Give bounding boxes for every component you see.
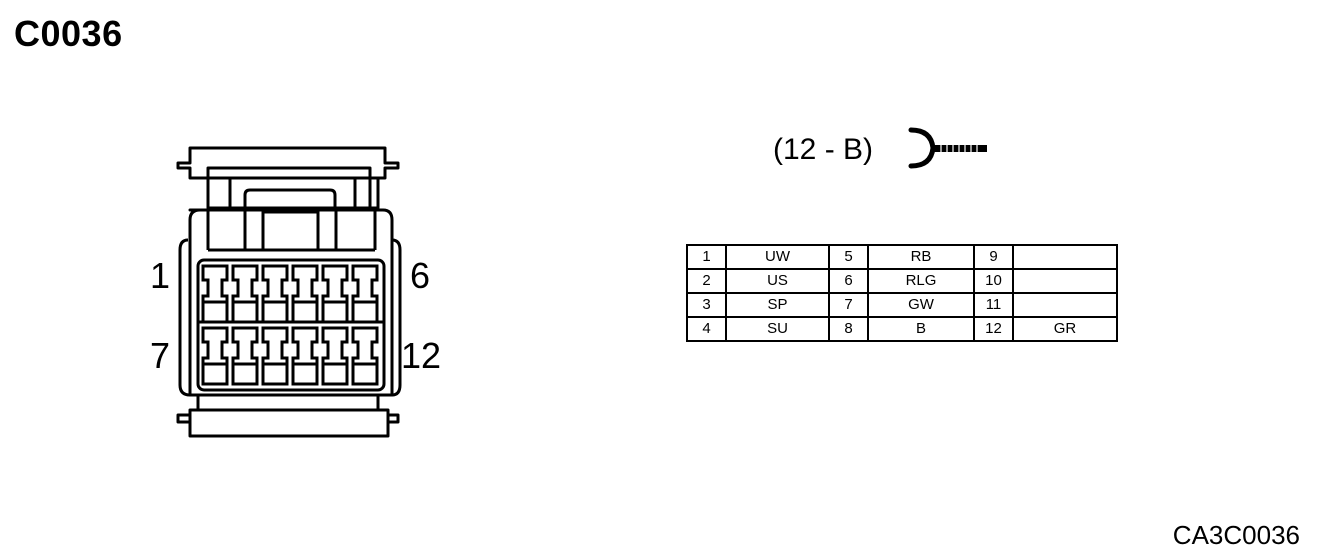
terminal-cavity	[231, 326, 259, 386]
pin-number: 8	[828, 316, 869, 342]
wire-color: RB	[867, 244, 975, 270]
terminal-cavity	[291, 326, 319, 386]
pin-number: 11	[973, 292, 1014, 318]
terminal-cavity	[351, 264, 379, 324]
table-row: 4 SU 8 B 12 GR	[686, 316, 1118, 342]
latch-arch	[206, 166, 372, 208]
wire-color	[1012, 244, 1118, 270]
pin-number: 7	[828, 292, 869, 318]
outer-rail-right	[391, 238, 402, 397]
wire-color: SP	[725, 292, 830, 318]
terminal-cavity	[231, 264, 259, 324]
wire-color: SU	[725, 316, 830, 342]
wire-color: GR	[1012, 316, 1118, 342]
outer-rail-left	[178, 238, 191, 397]
pin-number: 5	[828, 244, 869, 270]
pin-number: 10	[973, 268, 1014, 294]
figure-code: CA3C0036	[1172, 520, 1300, 550]
connector-base	[196, 395, 380, 412]
pin-number: 4	[686, 316, 727, 342]
terminal-cavity	[351, 326, 379, 386]
terminal-cavity	[261, 326, 289, 386]
terminal-cavity	[201, 264, 229, 324]
latch-tab-left	[243, 206, 265, 252]
latch-tab-right	[316, 206, 338, 252]
terminal-cavity	[201, 326, 229, 386]
pin-label-6: 6	[410, 255, 431, 296]
pin-color-table: 1 UW 5 RB 9 2 US 6 RLG 10 3 SP 7 GW 11 4…	[686, 244, 1118, 342]
pin-number: 2	[686, 268, 727, 294]
wire-color: US	[725, 268, 830, 294]
wire-color: UW	[725, 244, 830, 270]
table-row: 1 UW 5 RB 9	[686, 244, 1118, 270]
wire-color: GW	[867, 292, 975, 318]
pin-label-7: 7	[150, 335, 171, 376]
latch-lever	[243, 188, 337, 208]
latch-housing	[176, 146, 400, 210]
female-terminal-icon	[908, 127, 987, 169]
pin-label-1: 1	[150, 255, 171, 296]
connector-title: C0036	[14, 13, 123, 54]
pin-number: 6	[828, 268, 869, 294]
connector-face-diagram	[176, 146, 402, 438]
terminal-cavity	[321, 264, 349, 324]
wire-color	[1012, 292, 1118, 318]
terminal-cavity	[291, 264, 319, 324]
table-row: 2 US 6 RLG 10	[686, 268, 1118, 294]
terminal-cavity	[321, 326, 349, 386]
pin-number: 1	[686, 244, 727, 270]
base-plate	[188, 408, 390, 438]
table-row: 3 SP 7 GW 11	[686, 292, 1118, 318]
wire-color: B	[867, 316, 975, 342]
pin-number: 9	[973, 244, 1014, 270]
pin-label-12: 12	[401, 335, 442, 376]
wire-color	[1012, 268, 1118, 294]
pin-number: 12	[973, 316, 1014, 342]
cavity-frame	[196, 258, 386, 392]
wire-color: RLG	[867, 268, 975, 294]
connector-spec-label: (12 - B)	[773, 133, 874, 166]
terminal-cavity	[261, 264, 289, 324]
pin-number: 3	[686, 292, 727, 318]
